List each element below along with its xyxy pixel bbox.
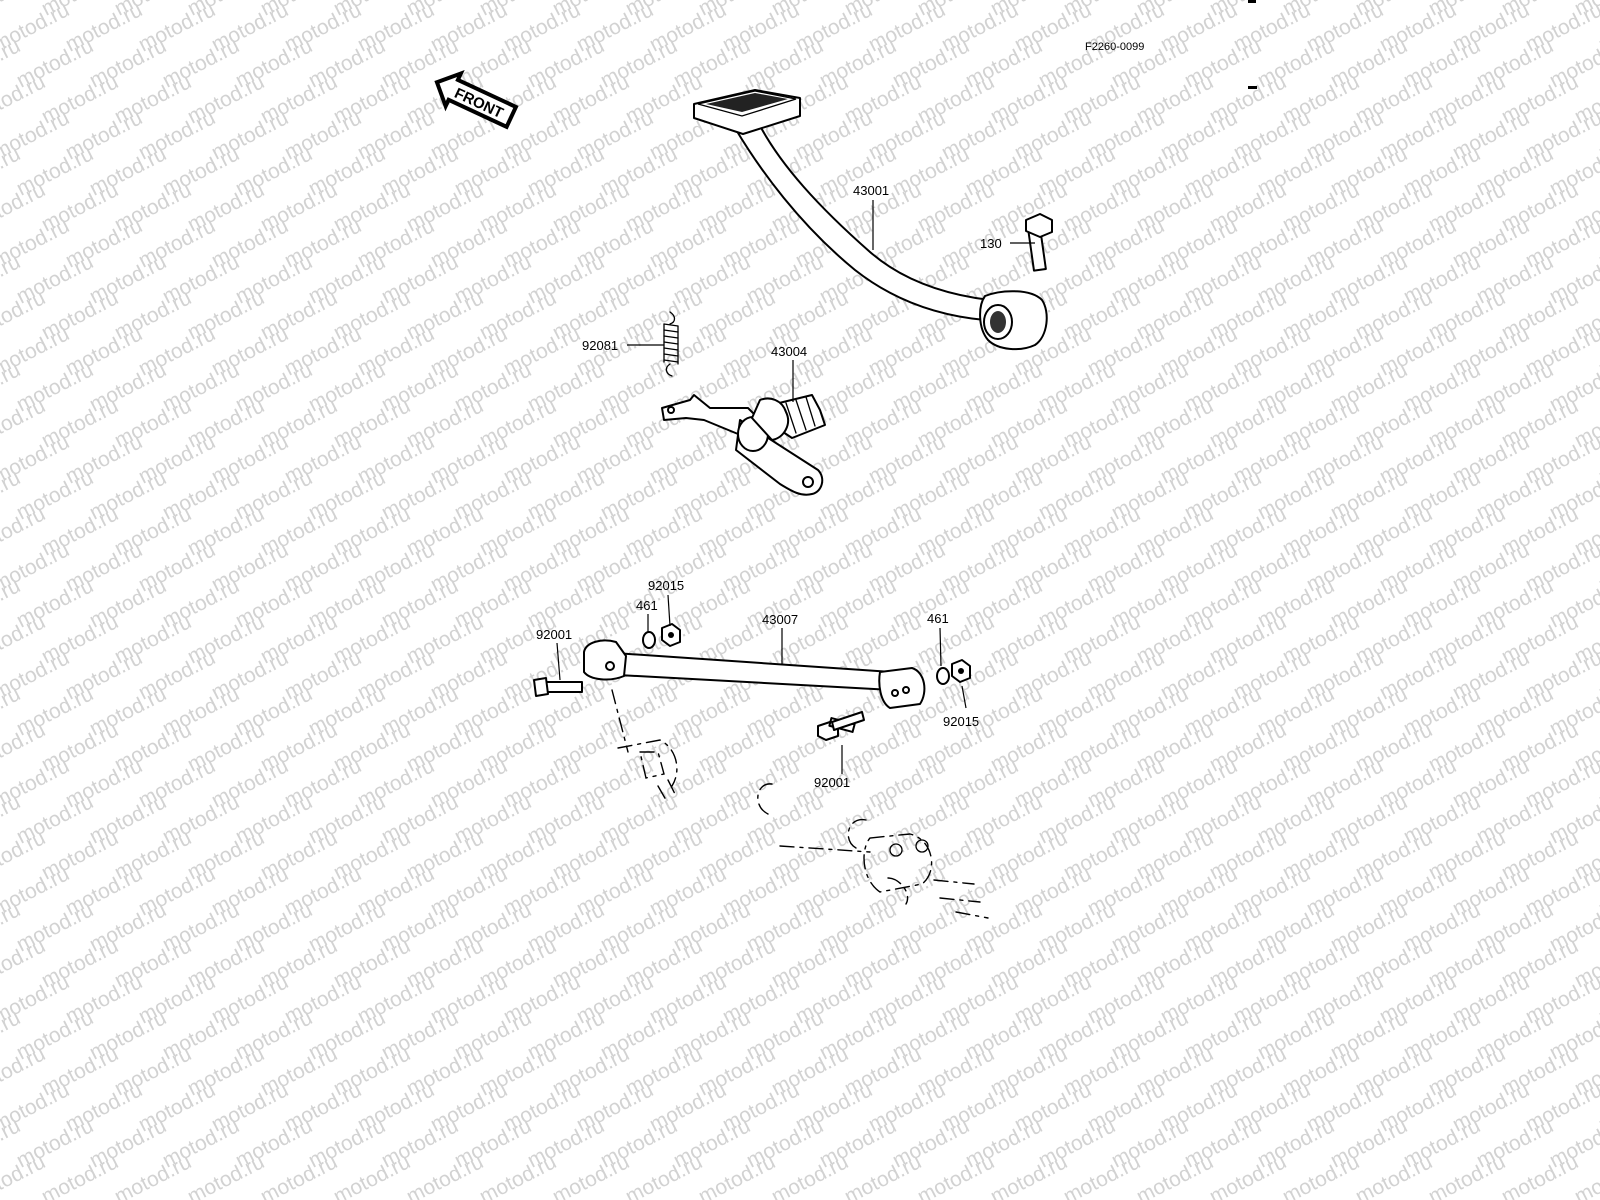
label-43007: 43007 [762, 612, 798, 627]
label-43001: 43001 [853, 183, 889, 198]
label-43004: 43004 [771, 344, 807, 359]
label-92081: 92081 [582, 338, 618, 353]
label-92015-left: 92015 [648, 578, 684, 593]
washer-461-left [642, 631, 656, 649]
nut-92015-right [951, 659, 971, 683]
label-92001-lower: 92001 [814, 775, 850, 790]
label-92001-left: 92001 [536, 627, 572, 642]
nut-92015-left [661, 623, 681, 647]
diagram-code: F2260-0099 [1085, 41, 1144, 53]
corner-mark-mid [1248, 86, 1257, 89]
washer-461-right [936, 667, 950, 685]
label-130: 130 [980, 236, 1002, 251]
label-92015-right: 92015 [943, 714, 979, 729]
label-461-right: 461 [927, 611, 949, 626]
label-461-left: 461 [636, 598, 658, 613]
corner-mark-top [1248, 0, 1256, 3]
